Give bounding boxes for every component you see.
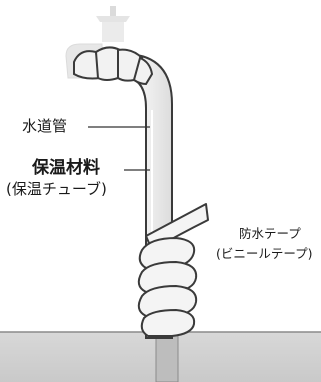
buried-pipe [155,331,179,382]
spiral-tape [137,203,209,337]
insulation-sub-label: (保温チューブ) [6,180,107,198]
tape-sub-label: (ビニールテープ) [216,246,313,261]
insulation-label: 保温材料 [32,158,100,178]
tape-label: 防水テープ [239,226,301,241]
top-wrap [73,46,154,86]
water-pipe-label: 水道管 [22,117,68,135]
